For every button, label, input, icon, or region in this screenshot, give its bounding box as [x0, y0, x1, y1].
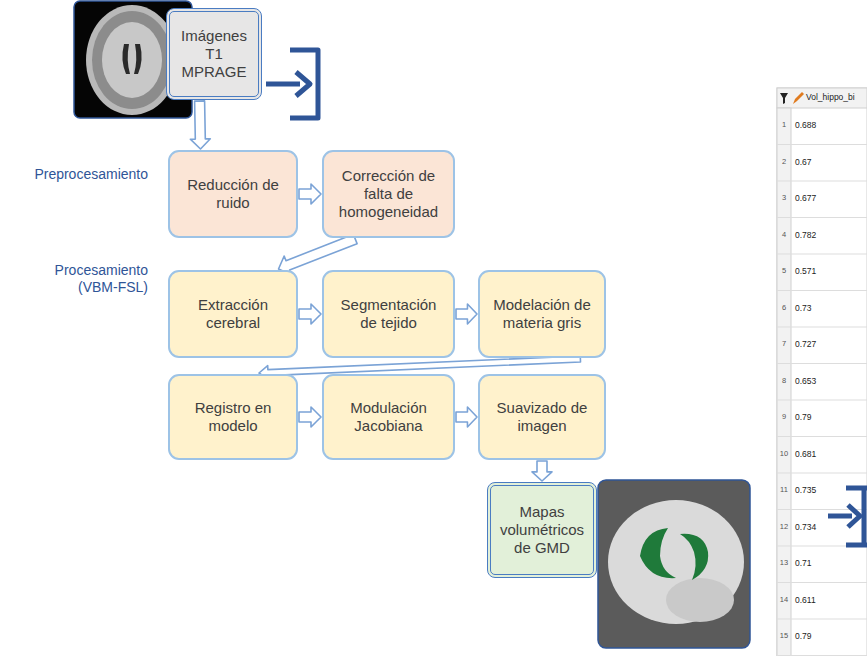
process-box: Segmentación de tejido [322, 270, 455, 358]
table-cell: 5 [777, 266, 791, 275]
table-cell: 0.735 [795, 485, 845, 495]
table-frame [777, 88, 867, 656]
table-cell: 1 [777, 120, 791, 129]
box-text: Extracción cerebral [178, 296, 288, 332]
table-cell: 0.677 [795, 193, 845, 203]
mri-cortex [92, 11, 172, 109]
output-box: Mapas volumétricos de GMD [487, 482, 597, 578]
process-box: Modulación Jacobiana [322, 374, 455, 460]
table-cell: 0.727 [795, 339, 845, 349]
box-text: Segmentación de tejido [332, 296, 445, 332]
box-text: Registro en modelo [178, 399, 288, 435]
table-cell: 0.79 [795, 412, 845, 422]
brain-3d-surface [608, 500, 744, 624]
brain-3d-cerebellum [666, 578, 734, 622]
flow-arrow [299, 407, 321, 427]
table-row-line [777, 619, 867, 620]
output-icon-head [848, 505, 860, 527]
table-grid [777, 145, 867, 656]
hippocampus-right [680, 534, 708, 580]
table-cell: 0.611 [795, 595, 845, 605]
table-cell: 0.688 [795, 120, 845, 130]
table-cell: 13 [777, 558, 791, 567]
filter-icon [780, 93, 788, 104]
table-row-line [777, 144, 867, 145]
table-row-line [777, 290, 867, 291]
table-cell: 10 [777, 449, 791, 458]
input-icon-head [296, 72, 310, 96]
table-cell: 12 [777, 522, 791, 531]
flow-arrow [279, 234, 358, 274]
box-text: Mapas volumétricos de GMD [499, 503, 585, 557]
table-cell: 7 [777, 339, 791, 348]
process-box: Suavizado de imagen [478, 374, 606, 460]
table-row-line [777, 327, 867, 328]
table-cell: 14 [777, 595, 791, 604]
box-text: Modelación de materia gris [488, 296, 596, 332]
table-cell: 3 [777, 193, 791, 202]
table-row-line [777, 582, 867, 583]
table-cell: 8 [777, 376, 791, 385]
table-cell: 0.79 [795, 631, 845, 641]
table-row-line [777, 254, 867, 255]
table-row-line [777, 655, 867, 656]
process-box: Registro en modelo [168, 374, 298, 460]
column-header: Vol_hippo_bi [806, 92, 866, 102]
table-cell: 15 [777, 631, 791, 640]
table-cell: 11 [777, 485, 791, 494]
table-cell: 0.571 [795, 266, 845, 276]
flow-arrow [456, 304, 477, 324]
table-cell: 4 [777, 230, 791, 239]
table-row-line [777, 400, 867, 401]
table-cell: 2 [777, 157, 791, 166]
brain-3d-frame [598, 480, 750, 648]
mri-skull [86, 5, 178, 115]
box-text: Imágenes T1 MPRAGE [178, 27, 250, 81]
flow-arrow [532, 461, 552, 481]
table-header [777, 88, 867, 108]
table-cell: 0.73 [795, 303, 845, 313]
table-cell: 6 [777, 303, 791, 312]
table-cell: 0.734 [795, 522, 845, 532]
table-row-line [777, 436, 867, 437]
process-box: Corrección de falta de homogeneidad [322, 150, 455, 238]
mri-white-matter [102, 22, 162, 98]
output-icon-arrow [828, 514, 852, 519]
flow-arrow [456, 407, 477, 427]
box-text: Reducción de ruido [178, 176, 288, 212]
table-cell: 0.653 [795, 376, 845, 386]
table-row-header [777, 108, 791, 656]
table-cell: 9 [777, 412, 791, 421]
input-box: Imágenes T1 MPRAGE [166, 8, 262, 100]
table-row-line [777, 217, 867, 218]
box-text: Corrección de falta de homogeneidad [332, 167, 445, 221]
table-cell: 0.681 [795, 449, 845, 459]
stage-label: Preprocesamiento [4, 166, 148, 183]
process-box: Extracción cerebral [168, 270, 298, 358]
stage-label: Procesamiento (VBM-FSL) [28, 262, 148, 296]
box-text: Modulación Jacobiana [332, 399, 445, 435]
flow-arrow [299, 184, 321, 204]
input-icon-arrow [266, 82, 300, 87]
flow-arrow [190, 101, 210, 149]
mri-ventricles [122, 44, 141, 74]
process-box: Modelación de materia gris [478, 270, 606, 358]
table-cell: 0.67 [795, 157, 845, 167]
flow-arrow [299, 304, 321, 324]
process-box: Reducción de ruido [168, 150, 298, 238]
table-row-line [777, 363, 867, 364]
table-row-line [777, 473, 867, 474]
box-text: Suavizado de imagen [488, 399, 596, 435]
column-type-icon [793, 92, 804, 104]
table-cell: 0.71 [795, 558, 845, 568]
hippocampus-left [640, 528, 676, 578]
table-cell: 0.782 [795, 230, 845, 240]
table-row-line [777, 181, 867, 182]
